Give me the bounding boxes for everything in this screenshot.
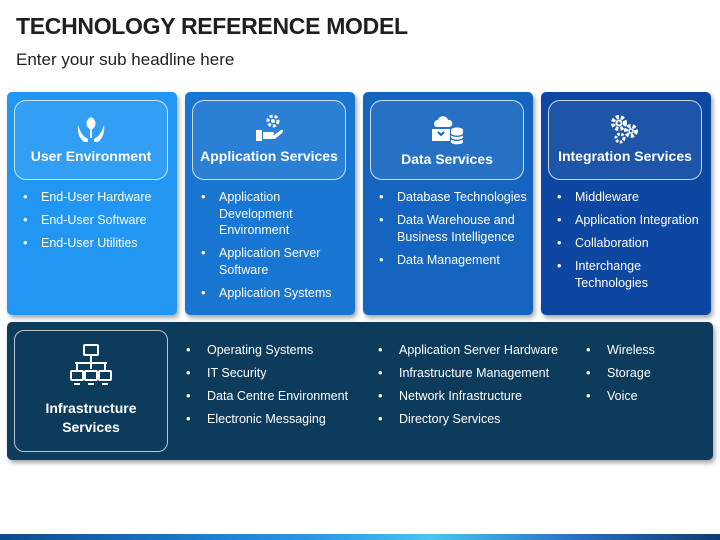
infrastructure-list-1: Operating Systems IT Security Data Centr… <box>183 342 348 434</box>
list-item: Infrastructure Management <box>375 365 558 381</box>
data-services-list: Database Technologies Data Warehouse and… <box>371 189 531 275</box>
infrastructure-services-card: Infrastructure Services <box>14 330 168 452</box>
infrastructure-list-3: Wireless Storage Voice <box>583 342 655 411</box>
list-item: Operating Systems <box>183 342 348 358</box>
list-item: Directory Services <box>375 411 558 427</box>
list-item: Application Server Software <box>193 245 353 278</box>
application-services-card: Application Services <box>192 100 346 180</box>
integration-services-card: Integration Services <box>548 100 702 180</box>
user-environment-column: User Environment End-User Hardware End-U… <box>7 92 177 315</box>
list-item: Data Warehouse and Business Intelligence <box>371 212 531 245</box>
list-item: Middleware <box>549 189 709 206</box>
list-item: Wireless <box>583 342 655 358</box>
data-services-title: Data Services <box>401 151 493 167</box>
page-subtitle: Enter your sub headline here <box>16 50 235 69</box>
application-services-title: Application Services <box>200 148 338 164</box>
footer-gradient-bar <box>0 534 720 540</box>
list-item: Network Infrastructure <box>375 388 558 404</box>
hands-plant-icon <box>77 117 105 142</box>
integration-services-list: Middleware Application Integration Colla… <box>549 189 709 298</box>
cloud-database-icon <box>432 116 464 145</box>
list-item: Interchange Technologies <box>549 258 709 291</box>
list-item: Application Systems <box>193 285 353 302</box>
application-services-list: Application Development Environment Appl… <box>193 189 353 308</box>
list-item: Voice <box>583 388 655 404</box>
user-environment-list: End-User Hardware End-User Software End-… <box>15 189 175 258</box>
list-item: IT Security <box>183 365 348 381</box>
application-services-column: Application Services Application Develop… <box>185 92 355 315</box>
data-services-column: Data Services Database Technologies Data… <box>363 92 533 315</box>
gears-icon <box>611 115 638 144</box>
list-item: End-User Hardware <box>15 189 175 206</box>
list-item: Collaboration <box>549 235 709 252</box>
page-title: TECHNOLOGY REFERENCE MODEL <box>16 13 408 39</box>
list-item: End-User Software <box>15 212 175 229</box>
data-services-card: Data Services <box>370 100 524 180</box>
list-item: Application Integration <box>549 212 709 229</box>
infrastructure-services-title: Infrastructure Services <box>45 400 137 435</box>
integration-services-title: Integration Services <box>558 148 692 164</box>
list-item: Database Technologies <box>371 189 531 206</box>
list-item: Data Management <box>371 252 531 269</box>
network-computers-icon <box>70 344 112 385</box>
infrastructure-services-panel: Infrastructure Services Operating System… <box>7 322 713 460</box>
list-item: Application Server Hardware <box>375 342 558 358</box>
infrastructure-list-2: Application Server Hardware Infrastructu… <box>375 342 558 434</box>
list-item: Electronic Messaging <box>183 411 348 427</box>
list-item: End-User Utilities <box>15 235 175 252</box>
list-item: Application Development Environment <box>193 189 353 239</box>
integration-services-column: Integration Services Middleware Applicat… <box>541 92 711 315</box>
list-item: Storage <box>583 365 655 381</box>
user-environment-card: User Environment <box>14 100 168 180</box>
user-environment-title: User Environment <box>30 148 152 164</box>
list-item: Data Centre Environment <box>183 388 348 404</box>
hand-gear-icon <box>256 114 284 141</box>
